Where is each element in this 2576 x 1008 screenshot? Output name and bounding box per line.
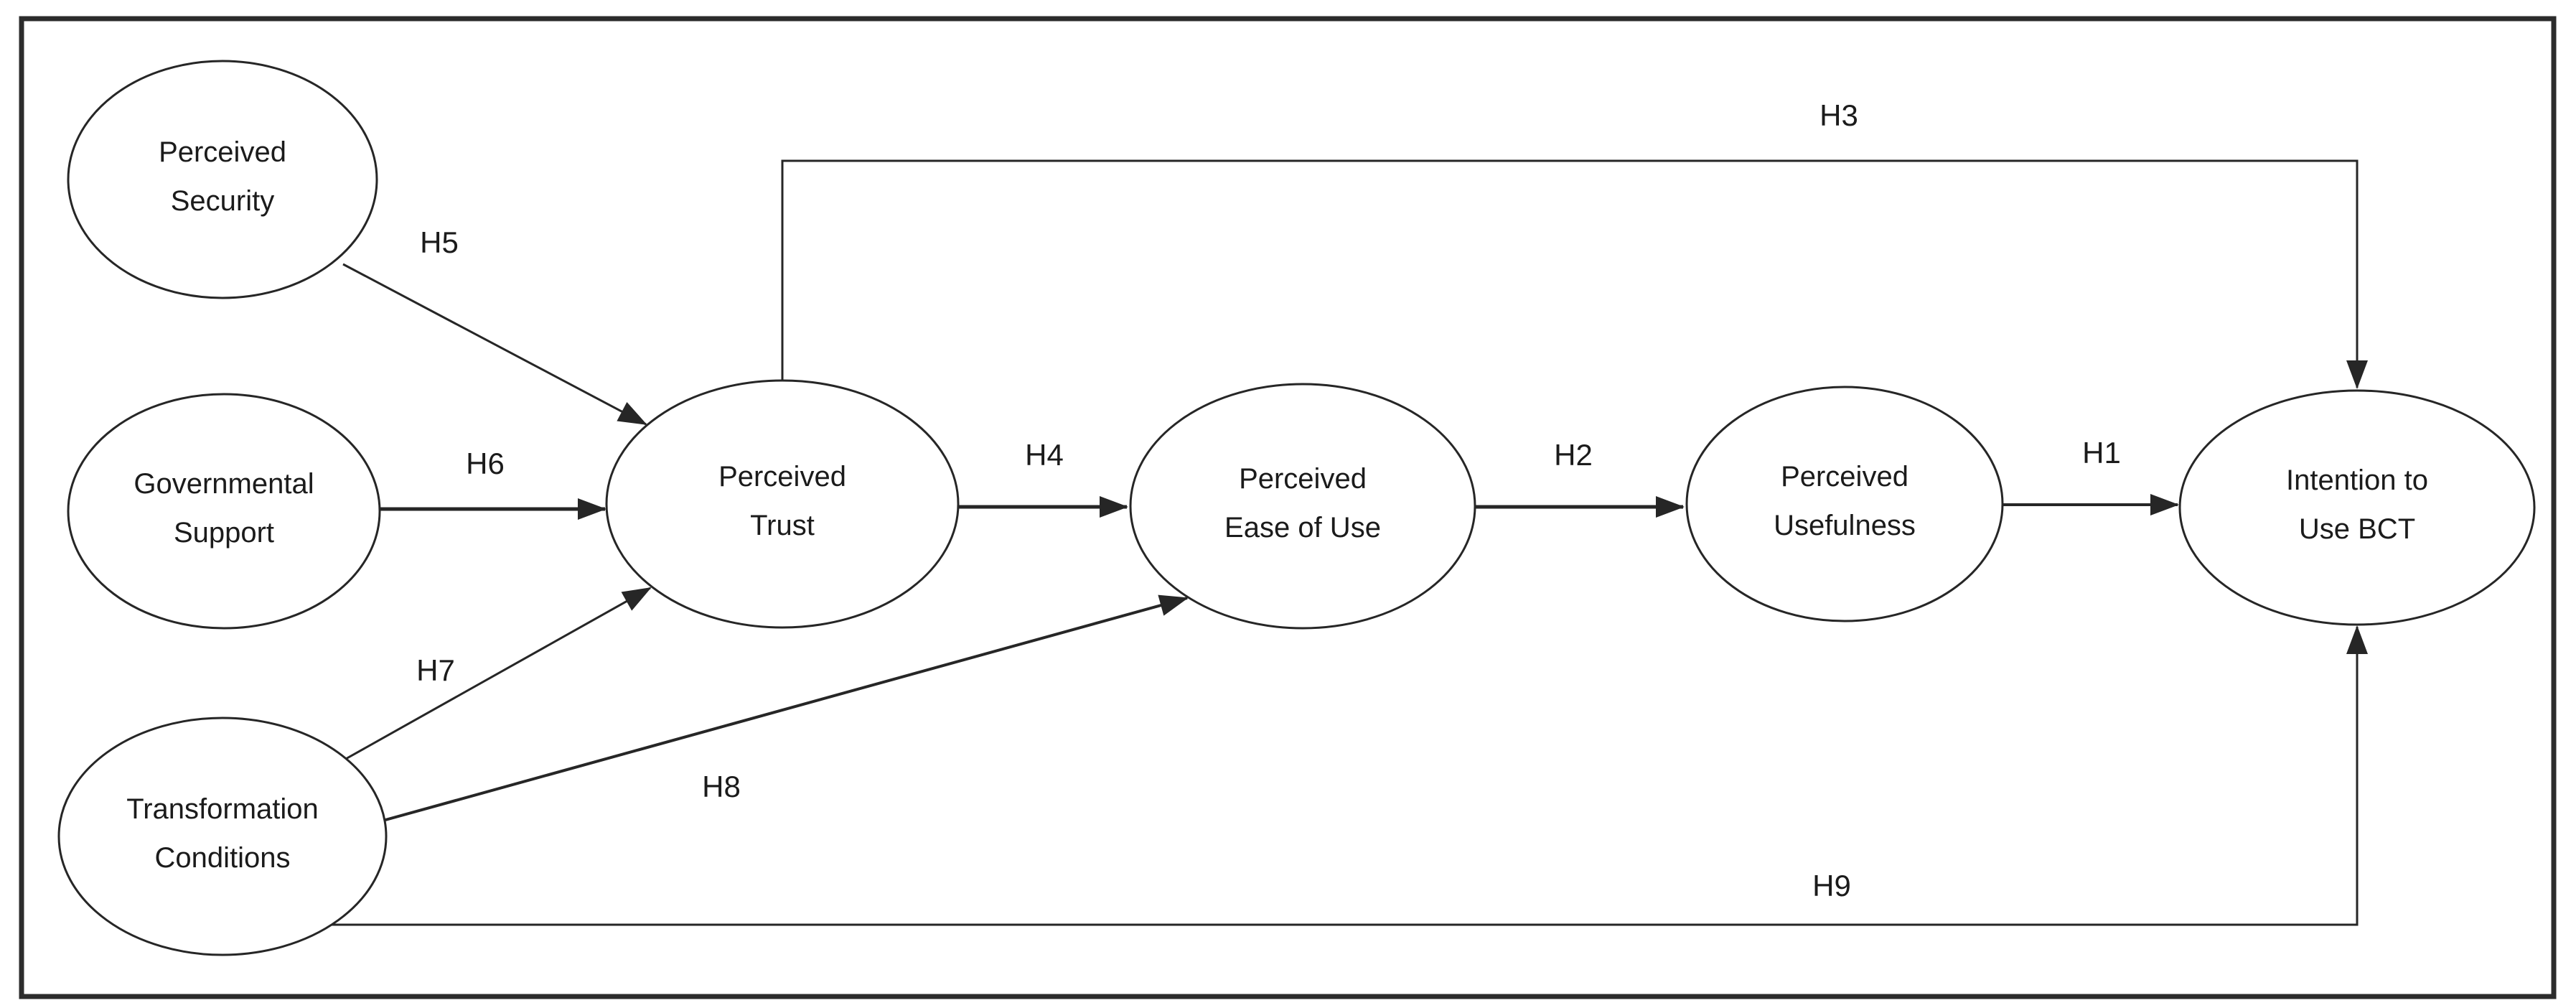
- diagram-root: H1H2H3H4H5H6H7H8H9PerceivedSecurityGover…: [19, 16, 2557, 999]
- edge-label-h6: H6: [466, 447, 505, 480]
- edge-label-h1: H1: [2082, 436, 2121, 470]
- edge-label-h5: H5: [420, 225, 459, 259]
- edge-label-h7: H7: [416, 653, 455, 687]
- node-transformation-conditions-label-line2: Conditions: [154, 842, 290, 874]
- node-intention-to-use-bct-ellipse: [2178, 389, 2536, 626]
- node-perceived-usefulness-label-line2: Usefulness: [1774, 510, 1916, 541]
- node-perceived-trust-ellipse: [605, 379, 960, 629]
- edge-label-h9: H9: [1812, 869, 1851, 902]
- edge-label-h8: H8: [702, 770, 741, 803]
- node-perceived-ease-of-use-label-line2: Ease of Use: [1224, 512, 1381, 543]
- node-perceived-security-label-line1: Perceived: [159, 136, 286, 168]
- node-governmental-support-label-line1: Governmental: [134, 468, 314, 500]
- edge-label-h2: H2: [1554, 438, 1593, 472]
- node-governmental-support-ellipse: [67, 393, 381, 630]
- node-perceived-usefulness-ellipse: [1685, 386, 2004, 622]
- node-perceived-usefulness-label-line1: Perceived: [1781, 461, 1908, 493]
- node-transformation-conditions-label-line1: Transformation: [126, 793, 319, 825]
- edge-h7-arrow: [344, 587, 652, 761]
- edge-h3-arrow: [781, 159, 2368, 389]
- diagram-border: [19, 16, 2557, 999]
- node-governmental-support-label-line2: Support: [174, 517, 274, 549]
- node-perceived-trust-label-line1: Perceived: [718, 461, 846, 493]
- node-intention-to-use-bct: Intention to Use BCT: [2178, 389, 2536, 626]
- edge-label-h4: H4: [1025, 438, 1064, 472]
- node-perceived-ease-of-use-ellipse: [1129, 383, 1476, 630]
- node-transformation-conditions-ellipse: [57, 717, 388, 956]
- node-intention-to-use-bct-label-line1: Intention to: [2286, 465, 2428, 496]
- node-perceived-security-ellipse: [67, 60, 378, 299]
- edge-h5-arrow: [342, 263, 647, 426]
- node-perceived-ease-of-use-label-line1: Perceived: [1239, 463, 1367, 495]
- node-perceived-security-label-line2: Security: [171, 185, 275, 217]
- edge-h9-arrow: [332, 625, 2368, 926]
- edge-label-h3: H3: [1819, 98, 1858, 132]
- node-perceived-trust-label-line2: Trust: [750, 510, 815, 541]
- edge-h8-arrow: [385, 594, 1189, 821]
- node-intention-to-use-bct-label-line2: Use BCT: [2299, 513, 2415, 545]
